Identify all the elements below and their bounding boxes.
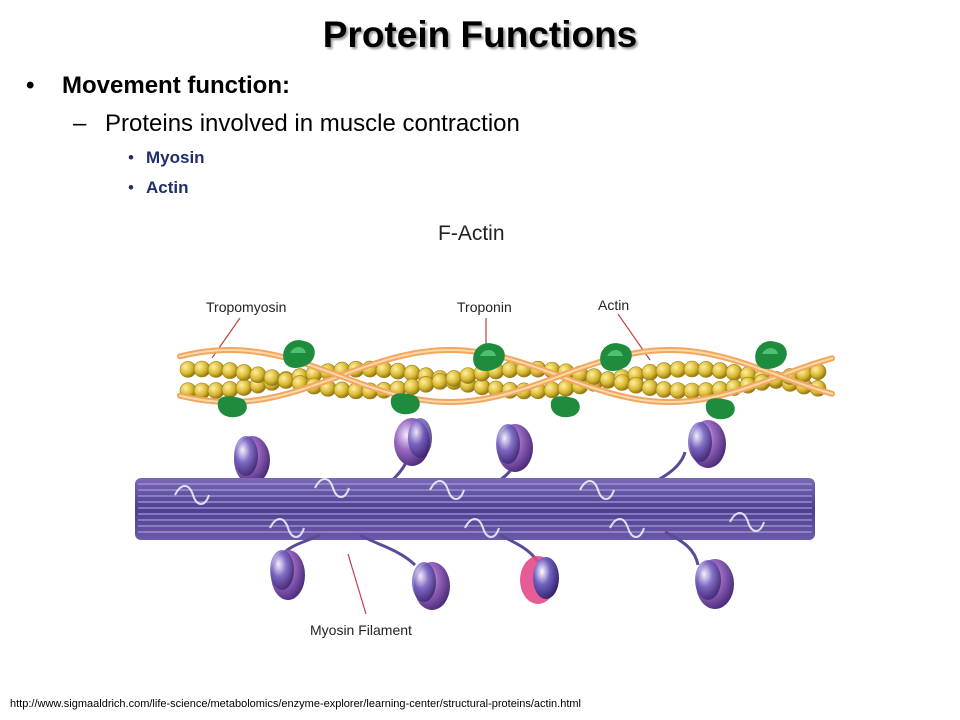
- myosin-head: [688, 420, 726, 468]
- actin-monomer: [543, 381, 561, 399]
- myosin-thick-filament: [135, 478, 815, 540]
- actin-monomer: [333, 381, 351, 399]
- actin-monomer: [235, 379, 253, 396]
- subbullet-text: Proteins involved in muscle contraction: [105, 110, 520, 137]
- bullet-marker: •: [128, 148, 134, 167]
- actin-monomer: [263, 369, 281, 386]
- myosin-heads-upper: [234, 418, 726, 484]
- actin-monomer: [221, 381, 239, 398]
- actin-monomer: [599, 371, 617, 388]
- actin-monomer: [655, 362, 673, 379]
- troponin-complex: [390, 393, 420, 415]
- actin-monomer: [641, 364, 659, 381]
- actin-monomer: [193, 360, 211, 378]
- myosin-head: [270, 550, 305, 600]
- actin-monomer: [655, 381, 673, 398]
- subbullet-muscle-contraction: –Proteins involved in muscle contraction: [73, 110, 520, 138]
- actin-monomer: [669, 361, 687, 378]
- actin-monomer: [235, 364, 253, 381]
- troponin-complex: [550, 396, 580, 418]
- actin-monomer: [403, 378, 421, 396]
- slide-title: Protein Functions: [322, 14, 638, 55]
- actin-monomer: [179, 361, 197, 378]
- troponin-complex: [705, 398, 735, 420]
- actin-monomer: [683, 360, 701, 378]
- tropomyosin-strand: [179, 349, 833, 403]
- actin-monomer: [459, 367, 477, 384]
- actin-monomer: [277, 372, 295, 389]
- troponin-complex: [473, 343, 505, 371]
- actin-monomer: [501, 361, 519, 378]
- actin-monomer: [627, 376, 645, 394]
- actin-monomer: [683, 382, 701, 400]
- troponin-complexes: [217, 340, 787, 420]
- source-url: http://www.sigmaaldrich.com/life-science…: [10, 698, 581, 710]
- troponin-complex: [600, 343, 632, 371]
- myosin-head: [234, 436, 270, 484]
- bullet-text: Movement function:: [62, 72, 290, 99]
- myosin-head: [695, 559, 734, 609]
- dash-marker: –: [73, 110, 87, 137]
- subsubbullet-text: Myosin: [146, 148, 205, 167]
- troponin-complex: [217, 396, 247, 418]
- actin-monomer: [431, 373, 449, 390]
- troponin-complex: [755, 341, 787, 369]
- actin-myosin-diagram: F-Actin Tropomyosin Troponin Actin Myosi…: [135, 222, 835, 638]
- myosin-head: [520, 556, 559, 604]
- actin-monomer: [249, 366, 267, 384]
- bullet-marker: •: [128, 178, 134, 197]
- myosin-head: [412, 562, 450, 610]
- actin-monomer: [207, 361, 225, 378]
- subsubbullet-myosin: • Myosin: [128, 148, 205, 168]
- tropomyosin-strands: [177, 347, 835, 405]
- actin-monomer: [207, 382, 225, 399]
- troponin-label: Troponin: [457, 299, 512, 315]
- subsubbullet-actin: • Actin: [128, 178, 189, 198]
- actin-monomer: [585, 368, 603, 385]
- myosin-heads-lower: [270, 550, 734, 610]
- actin-monomer: [725, 364, 743, 381]
- bullet-movement-function: • Movement function:: [26, 72, 290, 100]
- subsubbullet-text: Actin: [146, 178, 189, 197]
- myosin-filament-leader: [347, 553, 367, 615]
- myosin-head: [496, 424, 533, 472]
- actin-monomer: [711, 362, 729, 379]
- actin-monomer: [669, 382, 687, 399]
- actin-label: Actin: [598, 297, 629, 313]
- troponin-complex: [283, 340, 315, 368]
- myosin-filament-label: Myosin Filament: [310, 622, 412, 638]
- tropomyosin-label: Tropomyosin: [206, 299, 286, 315]
- actin-monomer: [613, 374, 631, 391]
- actin-monomer: [389, 362, 407, 380]
- actin-monomer: [417, 375, 435, 393]
- bullet-marker: •: [26, 72, 35, 99]
- actin-monomer: [445, 370, 463, 387]
- actin-monomer: [697, 361, 715, 378]
- f-actin-heading: F-Actin: [438, 222, 505, 245]
- actin-monomer: [641, 379, 659, 396]
- actin-monomer: [221, 362, 239, 379]
- myosin-head: [394, 418, 432, 466]
